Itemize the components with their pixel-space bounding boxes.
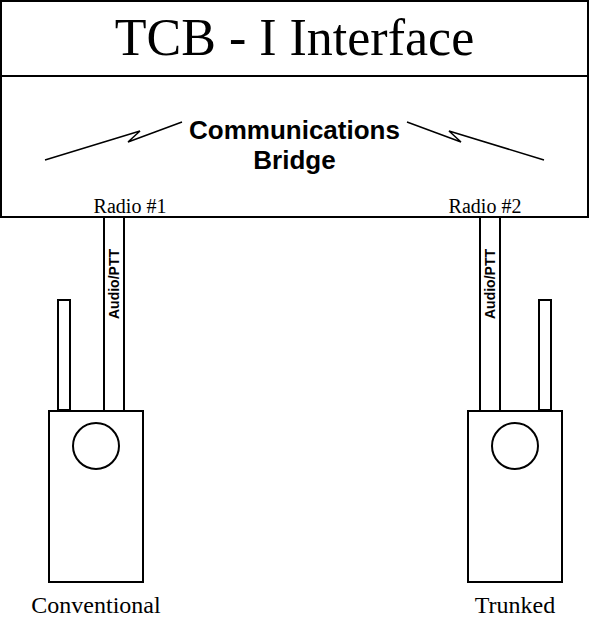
- lightning-bolt: [45, 122, 182, 160]
- bridge-label: Communications Bridge: [175, 115, 415, 175]
- cable-inner: [105, 216, 123, 412]
- antenna: [58, 300, 70, 410]
- cable-inner: [481, 216, 499, 412]
- radio-body: Trunked: [467, 410, 563, 583]
- radio-body: Conventional: [48, 410, 144, 583]
- antenna: [539, 300, 551, 410]
- speaker-knob: [73, 423, 119, 469]
- cable-label: Audio/PTT: [482, 247, 498, 321]
- radio-port-label: Radio #2: [449, 195, 522, 218]
- title-band: TCB - I Interface: [0, 0, 589, 77]
- radio-port-label: Radio #1: [94, 195, 167, 218]
- radio-caption: Conventional: [31, 591, 160, 619]
- speaker-knob: [492, 423, 538, 469]
- cable-label: Audio/PTT: [106, 247, 122, 321]
- radio-caption: Trunked: [475, 591, 555, 619]
- lightning-bolt: [407, 122, 544, 160]
- interface-title: TCB - I Interface: [115, 8, 474, 68]
